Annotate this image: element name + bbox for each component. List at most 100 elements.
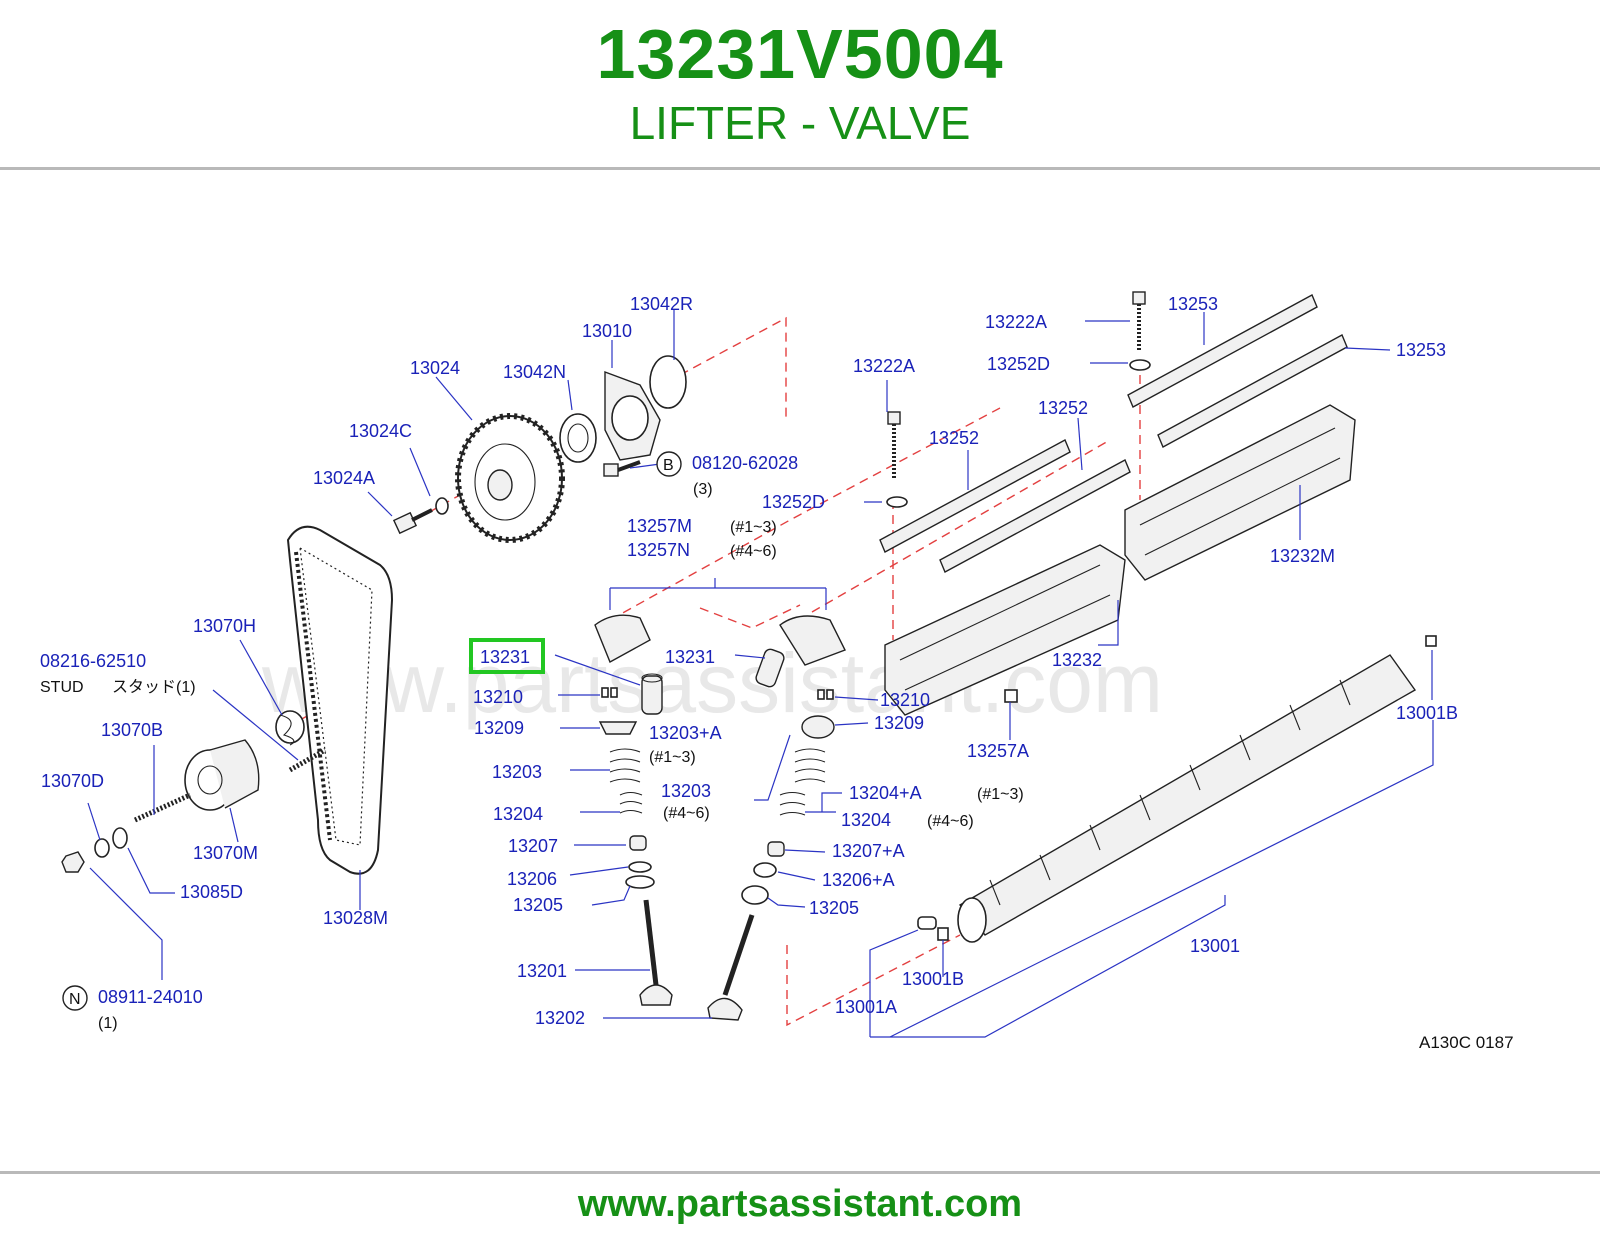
o-ring-13042r: [649, 355, 687, 409]
shaft-bolt-13222a-left: [887, 411, 901, 478]
stud-08216-62510: [288, 747, 327, 773]
callout-08911-24010[interactable]: 08911-24010: [98, 987, 203, 1007]
callout-labels[interactable]: 13042R 13010 13024 13042N 13024C 13024A …: [40, 294, 1458, 1032]
callout-13028m[interactable]: 13028M: [323, 908, 388, 928]
callout-13232m[interactable]: 13232M: [1270, 546, 1335, 566]
callout-13001b-top[interactable]: 13001B: [1396, 703, 1458, 723]
rocker-arm-13257m: [594, 614, 651, 663]
callout-13206a[interactable]: 13206+A: [822, 870, 895, 890]
pin-13001b-bottom: [937, 927, 949, 941]
callout-13253-top[interactable]: 13253: [1168, 294, 1218, 314]
callout-13042n[interactable]: 13042N: [503, 362, 566, 382]
callout-13010[interactable]: 13010: [582, 321, 632, 341]
callout-13070m[interactable]: 13070M: [193, 843, 258, 863]
cam-sprocket-13024: [455, 413, 565, 543]
callout-13252d-left[interactable]: 13252D: [762, 492, 825, 512]
callout-13207[interactable]: 13207: [508, 836, 558, 856]
callout-13001[interactable]: 13001: [1190, 936, 1240, 956]
valve-spring-13204-left: [619, 791, 643, 814]
callout-13024c[interactable]: 13024C: [349, 421, 412, 441]
callout-13206[interactable]: 13206: [507, 869, 557, 889]
callout-13001b-bottom[interactable]: 13001B: [902, 969, 964, 989]
exhaust-valve-13202: [707, 914, 755, 1021]
bolt-13070b: [133, 792, 192, 823]
callout-13252-b[interactable]: 13252: [1038, 398, 1088, 418]
callout-13222a-left[interactable]: 13222A: [853, 356, 915, 376]
part-number-title: 13231V5004: [596, 15, 1004, 93]
callout-13203a[interactable]: 13203+A: [649, 723, 722, 743]
circle-symbol-n: N: [62, 985, 88, 1011]
callout-13202[interactable]: 13202: [535, 1008, 585, 1028]
tensioner-spring-13070h: [275, 710, 305, 746]
circle-symbol-b: B: [656, 451, 682, 477]
callout-13042r[interactable]: 13042R: [630, 294, 693, 314]
pin-13001b-top: [1425, 635, 1437, 647]
callout-13205-left[interactable]: 13205: [513, 895, 563, 915]
washer-13085d: [112, 827, 128, 849]
rocker-arm-13257n: [779, 615, 846, 666]
callout-13070d[interactable]: 13070D: [41, 771, 104, 791]
callout-13001a[interactable]: 13001A: [835, 997, 897, 1017]
callout-13207a[interactable]: 13207+A: [832, 841, 905, 861]
callout-13024[interactable]: 13024: [410, 358, 460, 378]
callout-13204a[interactable]: 13204+A: [849, 783, 922, 803]
callout-13257n[interactable]: 13257N: [627, 540, 690, 560]
camshaft-13001: [957, 654, 1417, 943]
callout-13204-left[interactable]: 13204: [493, 804, 543, 824]
callout-13201[interactable]: 13201: [517, 961, 567, 981]
valve-seal-13207-left: [629, 835, 647, 851]
camshaft-housing-13010: [604, 370, 661, 461]
callout-13070b[interactable]: 13070B: [101, 720, 163, 740]
washer-13070d: [94, 838, 110, 858]
pin-13001a: [917, 916, 937, 930]
label-stud-jp: スタッド(1): [112, 678, 196, 696]
footer-url-link[interactable]: www.partsassistant.com: [577, 1183, 1023, 1225]
callout-13209-right[interactable]: 13209: [874, 713, 924, 733]
callout-13210-left[interactable]: 13210: [473, 687, 523, 707]
note-13204-cyl: (#4~6): [927, 813, 974, 830]
callout-13252-a[interactable]: 13252: [929, 428, 979, 448]
callout-13231-highlighted[interactable]: 13231: [480, 647, 530, 667]
callout-13209-left[interactable]: 13209: [474, 718, 524, 738]
callout-13204-right[interactable]: 13204: [841, 810, 891, 830]
note-13204a-cyl: (#1~3): [977, 786, 1024, 803]
callout-13252d-right[interactable]: 13252D: [987, 354, 1050, 374]
callout-13085d[interactable]: 13085D: [180, 882, 243, 902]
callout-13210-right[interactable]: 13210: [880, 690, 930, 710]
callout-08120-62028[interactable]: 08120-62028: [692, 453, 798, 473]
callout-13070h[interactable]: 13070H: [193, 616, 256, 636]
washer-13024c: [435, 497, 449, 515]
rocker-shaft-13252-a: [879, 439, 1071, 553]
diagram-code: A130C 0187: [1419, 1033, 1514, 1052]
callout-13257a[interactable]: 13257A: [967, 741, 1029, 761]
washer-13252d-left: [886, 496, 908, 508]
rocker-shaft-13252-b: [939, 459, 1131, 573]
callout-13205-right[interactable]: 13205: [809, 898, 859, 918]
note-13257m-cyl: (#1~3): [730, 519, 777, 536]
callout-13203-right[interactable]: 13203: [661, 781, 711, 801]
callout-13222a-right[interactable]: 13222A: [985, 312, 1047, 332]
callout-13232[interactable]: 13232: [1052, 650, 1102, 670]
valve-spring-13203-left: [609, 748, 641, 783]
header-divider: [0, 167, 1600, 170]
callout-13231[interactable]: 13231: [665, 647, 715, 667]
rocker-bracket-13232m: [1124, 404, 1356, 581]
label-stud: STUD: [40, 679, 84, 696]
spring-retainer-13209-right: [801, 715, 835, 739]
valve-lifter-13231-left: [641, 673, 663, 715]
valve-spring-13204-right: [779, 791, 806, 816]
callout-13203-left[interactable]: 13203: [492, 762, 542, 782]
callout-13253-right[interactable]: 13253: [1396, 340, 1446, 360]
footer-divider: [0, 1171, 1600, 1174]
tensioner-pulley-13070m: [184, 739, 260, 811]
washer-13205-left: [625, 875, 655, 889]
callout-08216-62510[interactable]: 08216-62510: [40, 651, 146, 671]
valve-keepers-13210-left: [601, 687, 618, 698]
callout-13257m[interactable]: 13257M: [627, 516, 692, 536]
valve-seal-13207a-right: [767, 841, 785, 857]
shaft-bolt-13222a-right: [1132, 291, 1146, 350]
callout-13024a[interactable]: 13024A: [313, 468, 375, 488]
valve-spring-13203-right: [794, 748, 826, 783]
timing-belt-13028m: [286, 525, 394, 875]
